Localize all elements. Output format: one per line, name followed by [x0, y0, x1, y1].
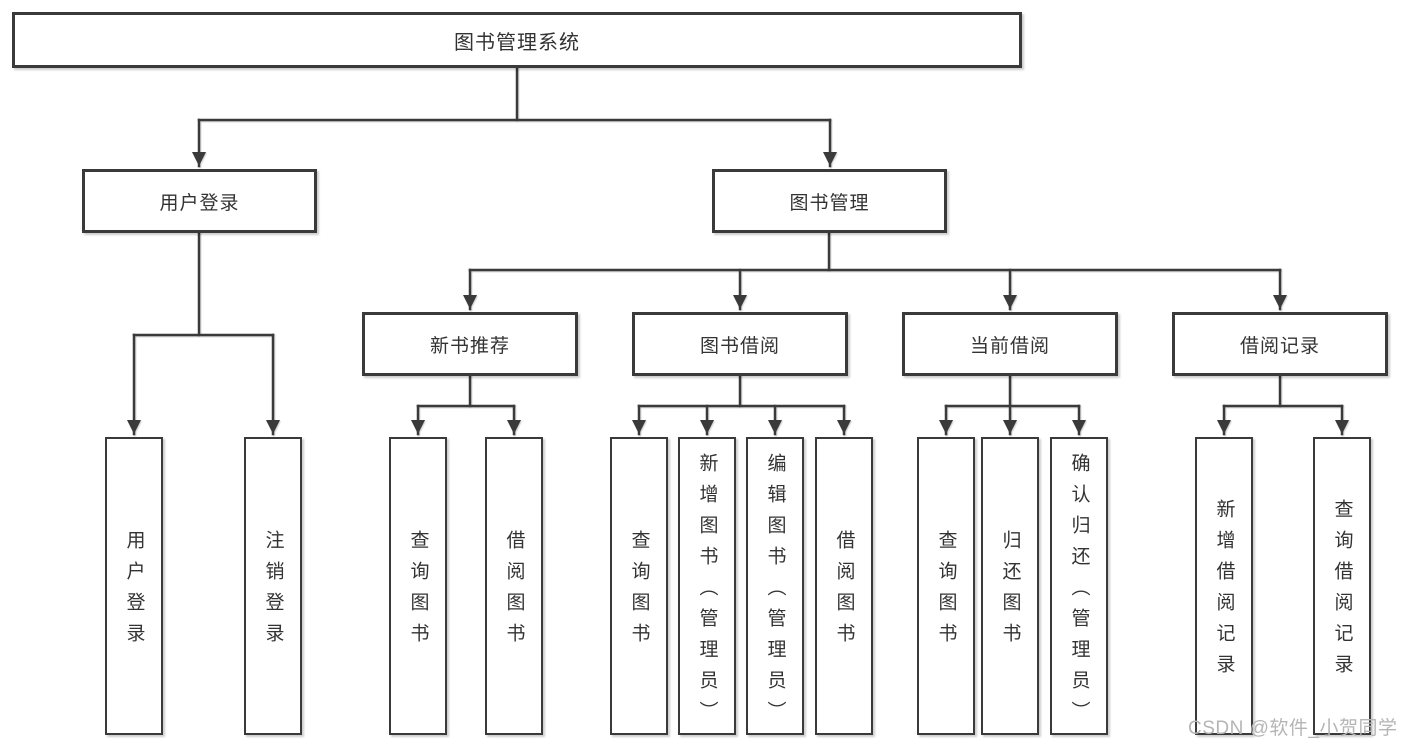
- leaf-add-book-admin: 新增图书（管理员）: [678, 437, 736, 735]
- leaf-borrow-books-recommend-label: 借阅图书: [503, 530, 525, 654]
- leaf-return-book-label: 归还图书: [999, 530, 1021, 654]
- leaf-add-book-admin-label: 新增图书（管理员）: [696, 452, 718, 732]
- leaf-borrow-books: 借阅图书: [815, 437, 873, 735]
- leaf-borrow-books-label: 借阅图书: [833, 530, 855, 654]
- edge-book-management-children: [463, 231, 1287, 311]
- node-book-management: 图书管理: [712, 169, 947, 233]
- node-root: 图书管理系统: [12, 12, 1022, 68]
- leaf-confirm-return-admin-label: 确认归还（管理员）: [1068, 452, 1090, 732]
- leaf-query-books-current-label: 查询图书: [935, 530, 957, 654]
- leaf-return-book: 归还图书: [981, 437, 1039, 735]
- leaf-logout: 注销登录: [244, 437, 302, 735]
- node-book-borrow-label: 图书借阅: [699, 335, 780, 357]
- node-borrow-records: 借阅记录: [1172, 312, 1388, 376]
- leaf-add-borrow-record: 新增借阅记录: [1195, 437, 1253, 735]
- leaf-query-books-borrow: 查询图书: [610, 437, 668, 735]
- leaf-query-borrow-record: 查询借阅记录: [1313, 437, 1371, 735]
- csdn-watermark: CSDN @软件_小贺同学: [1188, 718, 1398, 739]
- leaf-add-borrow-record-label: 新增借阅记录: [1213, 499, 1235, 685]
- edge-new-book-recommend-children: [411, 374, 521, 436]
- leaf-edit-book-admin: 编辑图书（管理员）: [746, 437, 804, 735]
- leaf-user-login-label: 用户登录: [123, 530, 145, 654]
- leaf-logout-label: 注销登录: [262, 530, 284, 654]
- leaf-query-books-recommend-label: 查询图书: [407, 530, 429, 654]
- node-root-label: 图书管理系统: [454, 31, 580, 54]
- node-current-borrow: 当前借阅: [902, 312, 1118, 376]
- edge-borrow-records-children: [1217, 374, 1349, 436]
- edge-user-login-children: [127, 231, 280, 436]
- node-borrow-records-label: 借阅记录: [1239, 335, 1320, 357]
- leaf-confirm-return-admin: 确认归还（管理员）: [1050, 437, 1108, 735]
- leaf-query-borrow-record-label: 查询借阅记录: [1331, 499, 1353, 685]
- leaf-query-books-recommend: 查询图书: [389, 437, 447, 735]
- leaf-query-books-current: 查询图书: [917, 437, 975, 735]
- node-book-management-label: 图书管理: [789, 192, 870, 214]
- node-user-login: 用户登录: [82, 169, 317, 233]
- node-book-borrow: 图书借阅: [632, 312, 848, 376]
- node-user-login-label: 用户登录: [159, 192, 240, 214]
- leaf-query-books-borrow-label: 查询图书: [628, 530, 650, 654]
- leaf-edit-book-admin-label: 编辑图书（管理员）: [764, 452, 786, 732]
- leaf-user-login: 用户登录: [105, 437, 163, 735]
- edge-book-borrow-children: [632, 374, 851, 436]
- node-new-book-recommend: 新书推荐: [362, 312, 578, 376]
- edge-current-borrow-children: [939, 374, 1086, 436]
- edge-root-to-level2: [192, 66, 837, 168]
- node-new-book-recommend-label: 新书推荐: [429, 335, 510, 357]
- node-current-borrow-label: 当前借阅: [969, 335, 1050, 357]
- leaf-borrow-books-recommend: 借阅图书: [485, 437, 543, 735]
